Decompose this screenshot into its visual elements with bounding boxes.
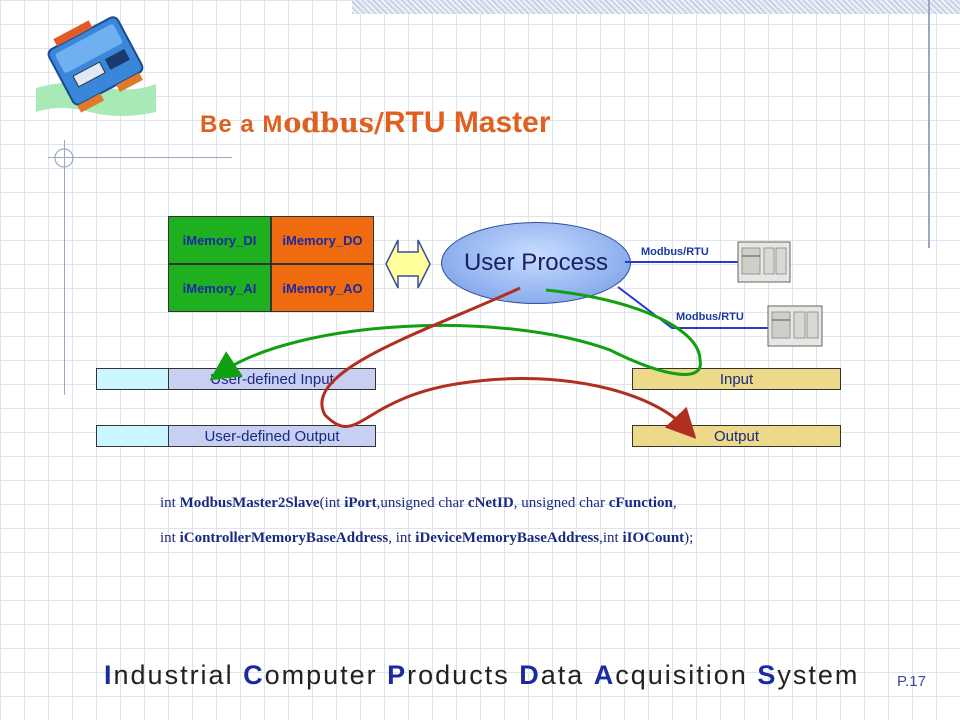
plc-device-icon-2 bbox=[767, 305, 823, 347]
imemory-di-block: iMemory_DI bbox=[168, 216, 271, 264]
code-line-1: int ModbusMaster2Slave(int iPort,unsigne… bbox=[160, 495, 677, 511]
left-horizontal-line bbox=[48, 157, 232, 158]
imemory-do-block: iMemory_DO bbox=[271, 216, 374, 264]
left-vertical-line bbox=[64, 140, 65, 395]
double-arrow-icon bbox=[385, 239, 431, 289]
footer-title: Industrial Computer Products Data Acquis… bbox=[104, 660, 860, 690]
crosshair-circle-icon bbox=[54, 148, 74, 168]
imemory-ai-block: iMemory_AI bbox=[168, 264, 271, 312]
imemory-ao-block: iMemory_AO bbox=[271, 264, 374, 312]
top-decorative-bar bbox=[352, 0, 960, 14]
page-title: Be a Modbus/RTU Master bbox=[200, 106, 551, 139]
modbus-rtu-label-1: Modbus/RTU bbox=[641, 246, 709, 258]
user-defined-output-bar: User-defined Output bbox=[168, 425, 376, 447]
right-divider-line bbox=[928, 0, 930, 248]
user-process-ellipse: User Process bbox=[441, 222, 631, 304]
plc-device-icon bbox=[737, 241, 791, 283]
page-number: P.17 bbox=[897, 673, 926, 690]
code-line-2: int iControllerMemoryBaseAddress, int iD… bbox=[160, 530, 694, 546]
controller-device-image bbox=[36, 16, 156, 116]
modbus-rtu-label-2: Modbus/RTU bbox=[676, 311, 744, 323]
